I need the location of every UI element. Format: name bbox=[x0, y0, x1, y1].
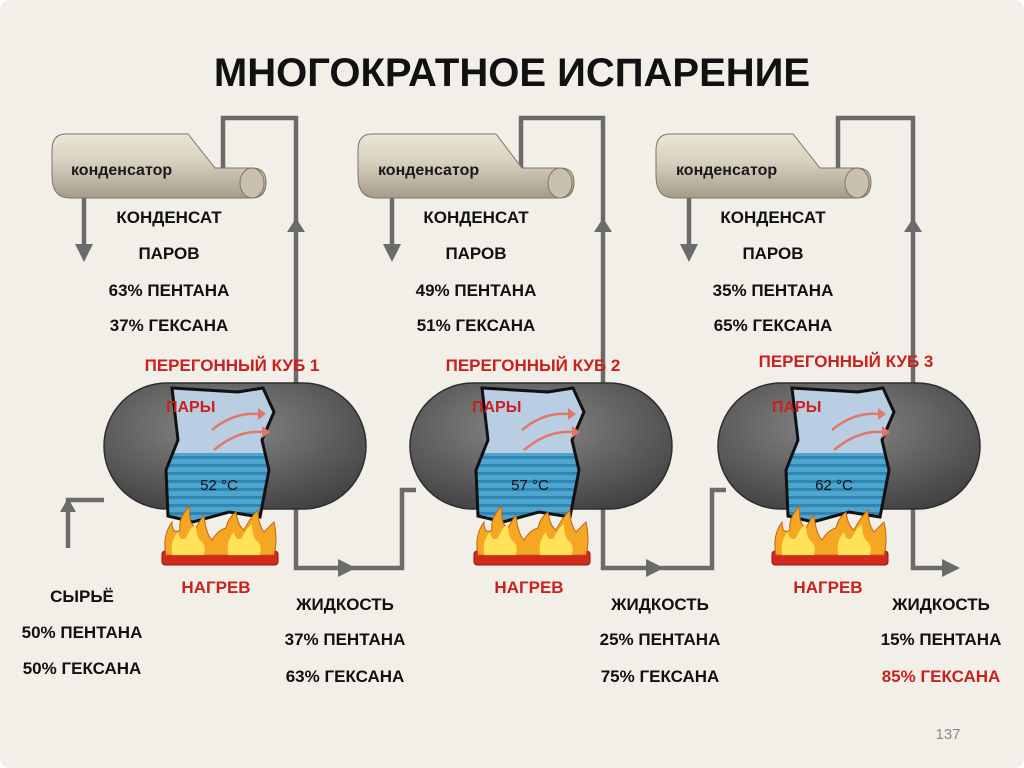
slide-title: МНОГОКРАТНОЕ ИСПАРЕНИЕ bbox=[214, 51, 810, 95]
page-number: 137 bbox=[935, 726, 960, 743]
condensate-1-line-2: ПАРОВ bbox=[138, 244, 199, 263]
still-2-temperature: 57 °C bbox=[511, 477, 549, 494]
still-2-label: ПЕРЕГОННЫЙ КУБ 2 bbox=[446, 356, 621, 375]
condensate-1-line-1: КОНДЕНСАТ bbox=[116, 208, 222, 227]
condensate-3-line-4: 65% ГЕКСАНА bbox=[714, 316, 833, 335]
liquid-1-line-3: 63% ГЕКСАНА bbox=[286, 667, 405, 686]
condensate-3-line-1: КОНДЕНСАТ bbox=[720, 208, 826, 227]
still-3-label: ПЕРЕГОННЫЙ КУБ 3 bbox=[759, 352, 934, 371]
still-2-vapor-label: ПАРЫ bbox=[472, 399, 521, 416]
still-3-temperature: 62 °C bbox=[815, 477, 853, 494]
liquid-2-line-2: 25% ПЕНТАНА bbox=[600, 630, 721, 649]
condensate-1-info: КОНДЕНСАТ ПАРОВ 63% ПЕНТАНА 37% ГЕКСАНА bbox=[109, 208, 230, 335]
condensate-1-line-4: 37% ГЕКСАНА bbox=[110, 316, 229, 335]
condensate-3-line-3: 35% ПЕНТАНА bbox=[713, 281, 834, 300]
condenser-2: конденсатор bbox=[357, 133, 575, 199]
feed-info: СЫРЬЁ 50% ПЕНТАНА 50% ГЕКСАНА bbox=[22, 587, 143, 678]
feed-line-2: 50% ПЕНТАНА bbox=[22, 623, 143, 642]
condensate-2-info: КОНДЕНСАТ ПАРОВ 49% ПЕНТАНА 51% ГЕКСАНА bbox=[416, 208, 537, 335]
heat-1-label: НАГРЕВ bbox=[181, 578, 250, 597]
condensate-3-info: КОНДЕНСАТ ПАРОВ 35% ПЕНТАНА 65% ГЕКСАНА bbox=[713, 208, 834, 335]
condensate-2-line-2: ПАРОВ bbox=[445, 244, 506, 263]
flame-icon bbox=[476, 504, 589, 556]
liquid-2-line-3: 75% ГЕКСАНА bbox=[601, 667, 720, 686]
condensate-1-line-3: 63% ПЕНТАНА bbox=[109, 281, 230, 300]
liquid-1-line-1: ЖИДКОСТЬ bbox=[295, 595, 394, 614]
burner-2 bbox=[473, 504, 591, 566]
condensate-3-line-2: ПАРОВ bbox=[742, 244, 803, 263]
feed-line-1: СЫРЬЁ bbox=[50, 587, 114, 606]
liquid-3-line-3: 85% ГЕКСАНА bbox=[882, 667, 1001, 686]
condenser-1-label: конденсатор bbox=[71, 162, 172, 179]
flame-icon bbox=[164, 504, 277, 556]
condensate-2-line-4: 51% ГЕКСАНА bbox=[417, 316, 536, 335]
still-3: ПАРЫ 62 °C bbox=[717, 382, 981, 524]
liquid-2-info: ЖИДКОСТЬ 25% ПЕНТАНА 75% ГЕКСАНА bbox=[600, 595, 721, 686]
burner-1 bbox=[161, 504, 279, 566]
still-1-temperature: 52 °C bbox=[200, 477, 238, 494]
condenser-3-label: конденсатор bbox=[676, 162, 777, 179]
liquid-1-line-2: 37% ПЕНТАНА bbox=[285, 630, 406, 649]
still-1-label: ПЕРЕГОННЫЙ КУБ 1 bbox=[145, 356, 320, 375]
burner-3 bbox=[771, 504, 889, 566]
condensate-2-line-3: 49% ПЕНТАНА bbox=[416, 281, 537, 300]
liquid-2-line-1: ЖИДКОСТЬ bbox=[610, 595, 709, 614]
still-2: ПАРЫ 57 °C bbox=[409, 382, 673, 524]
condensate-2-line-1: КОНДЕНСАТ bbox=[423, 208, 529, 227]
condenser-2-label: конденсатор bbox=[378, 162, 479, 179]
condenser-3: конденсатор bbox=[655, 133, 872, 199]
heat-3-label: НАГРЕВ bbox=[793, 578, 862, 597]
liquid-3-info: ЖИДКОСТЬ 15% ПЕНТАНА 85% ГЕКСАНА bbox=[881, 595, 1002, 686]
flame-icon bbox=[774, 504, 887, 556]
liquid-1-info: ЖИДКОСТЬ 37% ПЕНТАНА 63% ГЕКСАНА bbox=[285, 595, 406, 686]
heat-2-label: НАГРЕВ bbox=[494, 578, 563, 597]
condenser-1: конденсатор bbox=[51, 133, 267, 199]
still-1-vapor-label: ПАРЫ bbox=[166, 399, 215, 416]
still-1: ПАРЫ 52 °C bbox=[103, 382, 367, 524]
still-3-vapor-label: ПАРЫ bbox=[772, 399, 821, 416]
liquid-3-line-1: ЖИДКОСТЬ bbox=[891, 595, 990, 614]
liquid-3-line-2: 15% ПЕНТАНА bbox=[881, 630, 1002, 649]
feed-line-3: 50% ГЕКСАНА bbox=[23, 659, 142, 678]
